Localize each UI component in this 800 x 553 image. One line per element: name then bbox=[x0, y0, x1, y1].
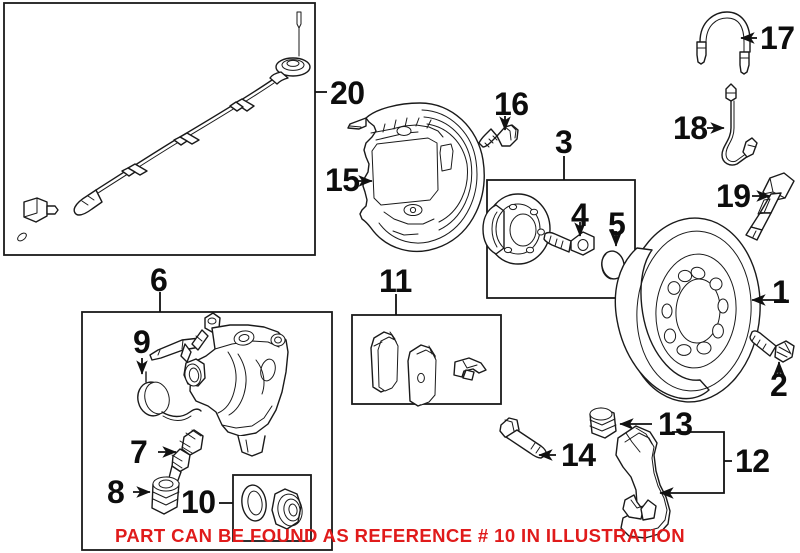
part-guide-pin-boot bbox=[589, 407, 652, 439]
group-box-brake-pads bbox=[351, 314, 502, 405]
part-caliper-dust-cap bbox=[133, 476, 180, 515]
part-brake-pad-set bbox=[370, 331, 487, 407]
callout-9: 9 bbox=[133, 324, 151, 360]
callout-3: 3 bbox=[555, 124, 573, 160]
callout-7: 7 bbox=[130, 434, 148, 470]
part-brake-backing-plate bbox=[347, 102, 485, 253]
part-backing-plate-bolt bbox=[478, 116, 519, 148]
callout-15: 15 bbox=[325, 162, 360, 198]
callout-16: 16 bbox=[494, 86, 529, 122]
part-hub-mounting-bolt bbox=[543, 222, 595, 256]
callout-8: 8 bbox=[107, 474, 125, 510]
callout-1: 1 bbox=[772, 274, 790, 310]
callout-6: 6 bbox=[150, 262, 168, 298]
callout-4: 4 bbox=[571, 197, 589, 233]
callout-10: 10 bbox=[181, 484, 216, 520]
part-abs-sensor-lead bbox=[696, 11, 757, 75]
reference-notice: PART CAN BE FOUND AS REFERENCE # 10 IN I… bbox=[115, 525, 685, 546]
part-brake-disc-rotor bbox=[614, 217, 786, 403]
part-caliper-piston-seal-kit bbox=[219, 484, 303, 530]
callout-5: 5 bbox=[608, 206, 626, 242]
callout-18: 18 bbox=[673, 110, 708, 146]
group-box-caliper bbox=[81, 311, 333, 551]
group-box-parking-brake-cable bbox=[3, 2, 316, 256]
part-caliper-bleeder-screw bbox=[158, 429, 204, 484]
part-pad-wear-sensor bbox=[707, 83, 758, 166]
part-wheel-hub-bearing bbox=[482, 193, 551, 265]
callout-2: 2 bbox=[770, 367, 788, 403]
part-abs-wheel-speed-sensor bbox=[745, 172, 795, 241]
callout-17: 17 bbox=[760, 20, 795, 56]
part-caliper-guide-pin-bolt bbox=[499, 417, 556, 461]
group-box-piston-seal-kit bbox=[232, 474, 312, 542]
callout-20: 20 bbox=[330, 75, 365, 111]
callout-13: 13 bbox=[658, 406, 693, 442]
part-caliper-spring-clip bbox=[136, 358, 202, 421]
part-parking-brake-cable bbox=[17, 11, 327, 242]
part-hub-cap-plug bbox=[601, 231, 625, 280]
part-rotor-retaining-screw bbox=[749, 330, 795, 376]
callout-11: 11 bbox=[379, 263, 412, 299]
part-brake-caliper bbox=[149, 312, 289, 457]
callout-12: 12 bbox=[735, 443, 770, 479]
callout-19: 19 bbox=[716, 178, 751, 214]
callout-14: 14 bbox=[561, 437, 596, 473]
group-leader-lines bbox=[159, 156, 565, 315]
part-caliper-mounting-bracket bbox=[615, 425, 732, 539]
